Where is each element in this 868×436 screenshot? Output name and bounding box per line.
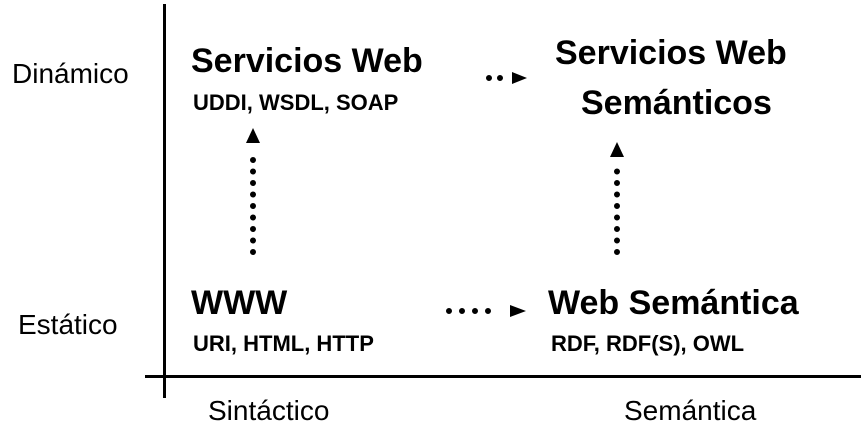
servicios-web-subtitle: UDDI, WSDL, SOAP xyxy=(193,90,399,115)
arrow-www-to-servicios-web xyxy=(246,128,260,255)
web-semantica-subtitle: RDF, RDF(S), OWL xyxy=(551,331,745,356)
vertical-axis xyxy=(163,4,166,398)
servicios-web-title: Servicios Web xyxy=(191,42,423,80)
arrow-www-to-web-semantica xyxy=(446,305,526,317)
servicios-web-semanticos-title-line1: Servicios Web xyxy=(555,34,787,72)
www-subtitle: URI, HTML, HTTP xyxy=(193,331,374,356)
y-axis-label-static: Estático xyxy=(18,309,118,340)
x-axis-label-syntactic: Sintáctico xyxy=(208,395,330,426)
arrow-servicios-web-to-semanticos xyxy=(486,72,527,84)
x-axis-label-semantic: Semántica xyxy=(624,395,757,426)
horizontal-axis xyxy=(145,375,861,378)
arrow-web-semantica-to-servicios-web-semanticos xyxy=(610,142,624,255)
web-semantica-title: Web Semántica xyxy=(548,284,799,322)
servicios-web-semanticos-title-line2: Semánticos xyxy=(581,84,772,122)
www-title: WWW xyxy=(191,284,288,322)
y-axis-label-dynamic: Dinámico xyxy=(12,58,129,89)
